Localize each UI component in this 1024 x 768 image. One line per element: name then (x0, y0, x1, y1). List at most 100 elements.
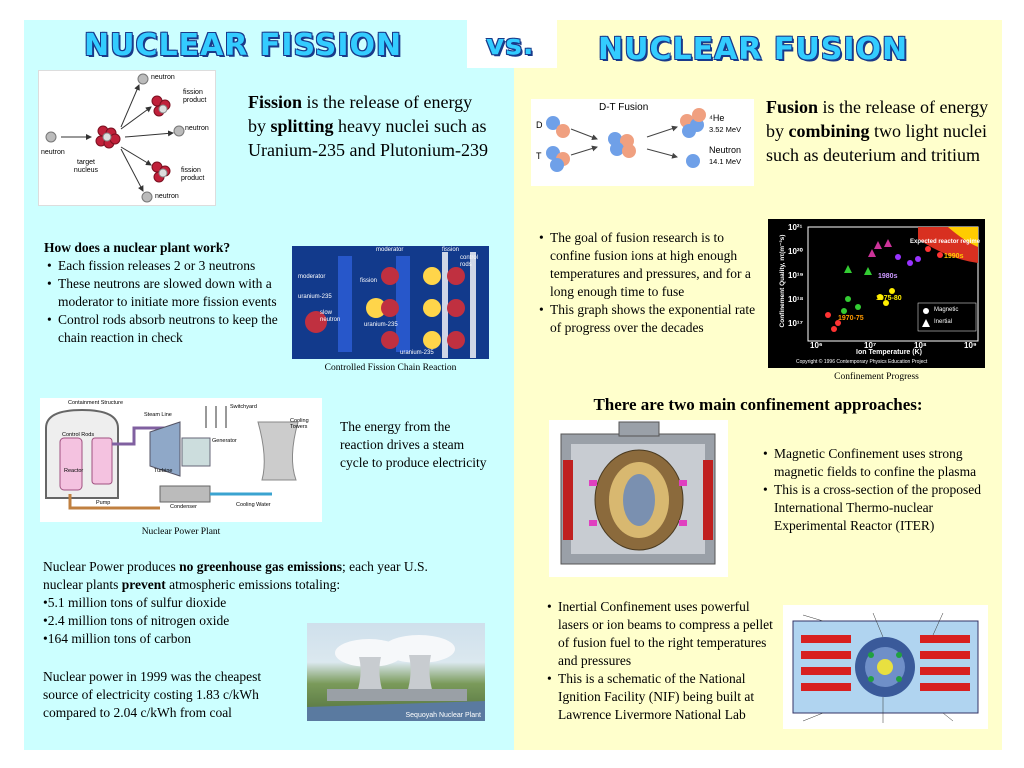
fusion-goal-list: The goal of fusion research is to confin… (536, 229, 760, 337)
progress-x-tick: 10⁸ (914, 341, 927, 350)
label-switchyard: Switchyard (230, 404, 257, 410)
cost-text: Nuclear power in 1999 was the cheapest s… (43, 669, 262, 720)
label-steam-line: Steam Line (144, 412, 172, 418)
fission-def-emph: splitting (270, 116, 334, 136)
inertial-bullet: This is a schematic of the National Igni… (547, 670, 774, 724)
emissions-item: •2.4 million tons of nitrogen oxide (43, 613, 230, 628)
emissions-part1: Nuclear Power produces (43, 559, 180, 574)
dt-label-d: D (536, 120, 543, 130)
magnetic-section: Magnetic Confinement uses strong magneti… (760, 445, 994, 535)
progress-x-label: Ion Temperature (K) (856, 349, 922, 356)
fusion-title: NUCLEAR FUSION (598, 32, 909, 67)
plant-work-heading: How does a nuclear plant work? (44, 240, 231, 255)
chain-reaction-caption: Controlled Fission Chain Reaction (324, 363, 457, 373)
progress-x-tick: 10⁶ (810, 341, 823, 350)
label-reactor: Reactor (64, 468, 84, 474)
label-neutron-left: neutron (41, 149, 65, 156)
inertial-bullet: Inertial Confinement uses powerful laser… (547, 598, 774, 670)
sequoyah-label: Sequoyah Nuclear Plant (405, 712, 482, 719)
progress-copyright: Copyright © 1996 Contemporary Physics Ed… (796, 359, 928, 365)
progress-decade-label: 1970-75 (838, 315, 864, 322)
fission-def-part1: is the release of energy by (248, 92, 473, 136)
emissions-emph2: prevent (121, 577, 166, 592)
label-generator: Generator (212, 438, 237, 444)
plant-work-bullet: Each fission releases 2 or 3 neutrons (47, 257, 288, 275)
fusion-def-part1: is the release of energy by (766, 97, 989, 141)
label-fission-product-top: fission product (183, 89, 207, 104)
progress-x-tick: 10⁹ (964, 341, 977, 350)
label-neutron-mid: neutron (185, 125, 209, 132)
fusion-def-emph: combining (788, 121, 870, 141)
chain-reaction-diagram: fission control rods moderator moderator… (292, 246, 489, 359)
plant-work-bullet: These neutrons are slowed down with a mo… (47, 275, 288, 311)
dt-label-neutron-energy: 14.1 MeV (709, 157, 742, 166)
label-turbine: Turbine (154, 468, 173, 474)
confinement-progress-chart: Confinement Quality, nτ(m⁻³s) 10²¹ 10²⁰ … (768, 219, 985, 368)
fission-diagram-art (45, 73, 185, 203)
fusion-goal-bullet: This graph shows the exponential rate of… (539, 301, 760, 337)
fission-def-part2: heavy nuclei such as Uranium-235 and Plu… (248, 116, 488, 160)
fusion-goal-section: The goal of fusion research is to confin… (536, 229, 760, 337)
fusion-def-part2: two light nuclei such as deuterium and t… (766, 121, 988, 165)
emissions-item: •5.1 million tons of sulfur dioxide (43, 595, 227, 610)
emissions-part2: ; each year U.S. nuclear plants (43, 559, 428, 592)
plant-work-section: How does a nuclear plant work? Each fiss… (44, 239, 288, 347)
vs-box (467, 18, 557, 68)
label-pump: Pump (96, 500, 111, 506)
dt-label-he-energy: 3.52 MeV (709, 125, 742, 134)
label-moderator-top: moderator (376, 247, 404, 253)
label-neutron-bottom: neutron (155, 193, 179, 200)
label-containment: Containment Structure (68, 400, 124, 406)
power-plant-art (45, 406, 299, 510)
sequoyah-photo: Sequoyah Nuclear Plant (307, 623, 485, 721)
progress-y-tick: 10¹⁸ (788, 295, 804, 304)
fission-definition: Fission is the release of energy by spli… (248, 90, 488, 162)
dt-label-t: T (536, 151, 542, 161)
label-slow-neutron: slow neutron (320, 310, 341, 323)
chain-reaction-art (305, 252, 476, 358)
progress-decade-label: 1975-80 (876, 295, 902, 302)
progress-chart-art (807, 226, 979, 342)
fusion-goal-bullet: The goal of fusion research is to confin… (539, 229, 760, 301)
fusion-term: Fusion (766, 97, 819, 117)
emissions-item: •164 million tons of carbon (43, 631, 191, 646)
label-neutron-top: neutron (151, 74, 175, 81)
dt-label-he: ⁴He (709, 113, 725, 123)
inertial-section: Inertial Confinement uses powerful laser… (544, 598, 774, 724)
label-uranium-bottom: uranium-235 (400, 350, 434, 356)
fission-term: Fission (248, 92, 303, 112)
progress-y-tick: 10¹⁹ (788, 271, 804, 280)
progress-legend-magnetic: Magnetic (934, 307, 959, 313)
dt-fusion-diagram: D-T Fusion D T ⁴He 3.52 MeV Neutron 14.1… (531, 99, 754, 186)
progress-decade-label: 1980s (878, 273, 898, 280)
label-control-rods: control rods (460, 255, 479, 268)
progress-decade-label: 1990s (944, 253, 964, 260)
dt-fusion-art (546, 108, 706, 172)
progress-y-label: Confinement Quality, nτ(m⁻³s) (779, 234, 786, 328)
label-condenser: Condenser (170, 504, 197, 510)
fusion-definition: Fusion is the release of energy by combi… (766, 95, 992, 167)
dt-title: D-T Fusion (599, 102, 649, 113)
iter-image (549, 420, 728, 577)
progress-y-tick: 10²¹ (788, 223, 803, 232)
label-fission-product-bottom: fission product (181, 167, 205, 182)
magnetic-bullet: This is a cross-section of the proposed … (763, 481, 994, 535)
progress-legend-inertial: Inertial (934, 319, 953, 325)
label-fission-mid: fission (360, 278, 378, 284)
fission-title: NUCLEAR FISSION (84, 28, 403, 63)
magnetic-list: Magnetic Confinement uses strong magneti… (760, 445, 994, 535)
progress-region-label: Expected reactor regime (910, 239, 981, 245)
label-moderator-left: moderator (298, 274, 326, 280)
label-fission-top: fission (442, 247, 460, 253)
emissions-emph1: no greenhouse gas emissions (179, 559, 342, 574)
fission-diagram: neutron fission product neutron neutron … (38, 70, 216, 206)
vs-title: vs. (486, 28, 535, 61)
emissions-intro: Nuclear Power produces no greenhouse gas… (43, 558, 453, 594)
energy-text: The energy from the reaction drives a st… (340, 419, 487, 470)
sequoyah-photo-art (307, 635, 485, 721)
inertial-list: Inertial Confinement uses powerful laser… (544, 598, 774, 724)
progress-x-tick: 10⁷ (864, 341, 877, 350)
label-uranium-mid: uranium-235 (364, 322, 398, 328)
power-plant-diagram: Containment Structure Steam Line Switchy… (40, 398, 322, 522)
dt-label-neutron: Neutron (709, 145, 742, 155)
